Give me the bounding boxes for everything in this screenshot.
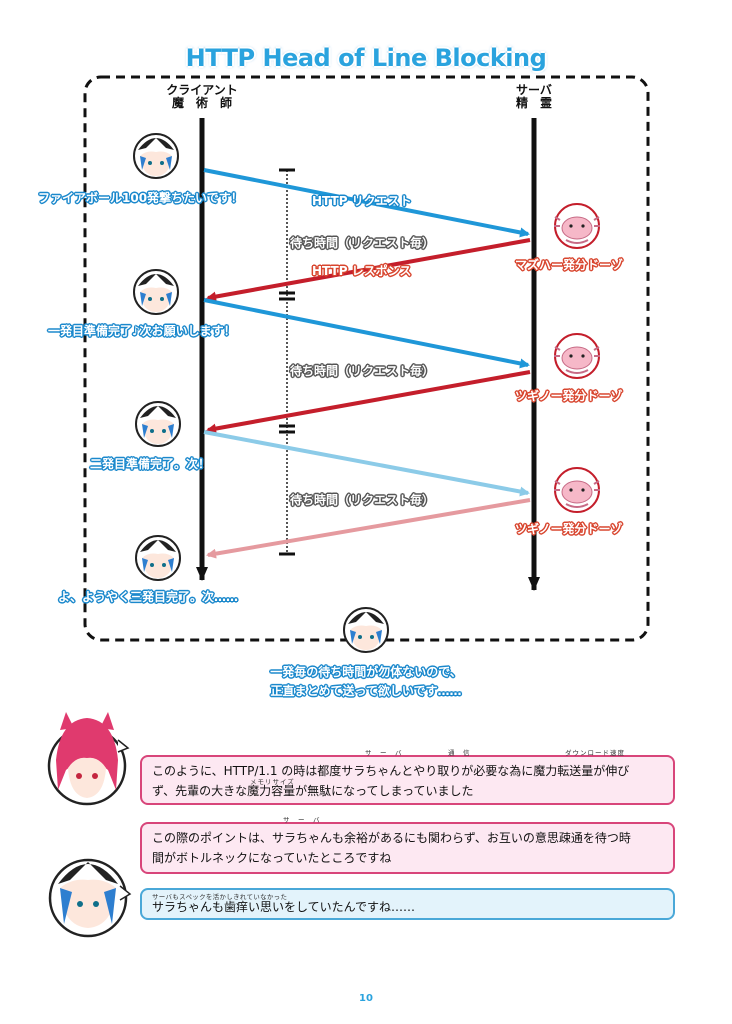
response-arrow-1 <box>206 238 531 302</box>
mage-avatar-2 <box>133 269 179 315</box>
ruby-server-2: サ ー バ <box>283 816 321 824</box>
wait-time-bracket <box>279 168 295 556</box>
request-arrow-2 <box>203 298 530 369</box>
client-line-3: 二発目準備完了。次！ <box>90 457 211 471</box>
dialogue-2-line2: 間がボトルネックになっていたところですね <box>152 851 392 865</box>
ruby-dialogue-3: サーバもスペックを活かしきれていなかった <box>152 893 288 901</box>
dialogue-2-line1: この際のポイントは、サラちゃんも余裕があるにも関わらず、お互いの意思疎通を待つ時 <box>152 831 631 845</box>
request-arrow-3 <box>203 430 530 497</box>
ruby-download: ダウンロード速度 <box>565 749 625 757</box>
response-arrow-3 <box>206 498 531 559</box>
server-line-3: ツギノー発分ドーゾ <box>515 522 623 536</box>
server-line-1: マズハー発分ドーゾ <box>515 258 624 272</box>
dialogue-bubble-2: この際のポイントは、サラちゃんも余裕があるにも関わらず、お互いの意思疎通を待つ時… <box>140 822 675 874</box>
client-line-4: よ、ようやく三発目完了。次…… <box>58 590 239 604</box>
mage-avatar-1 <box>133 133 179 179</box>
wait-label-2: 待ち時間（リクエスト毎） <box>290 364 435 378</box>
wait-label-1: 待ち時間（リクエスト毎） <box>290 236 435 250</box>
dialogue-3-line1: サラちゃんも歯痒い思いをしていたんですね…… <box>152 900 416 914</box>
client-lane-label: クライアント 魔 術 師 <box>152 84 252 110</box>
mage-avatar-3 <box>135 401 181 447</box>
mage-avatar-4 <box>135 535 181 581</box>
request-arrow-1 <box>203 168 530 238</box>
ruby-server-1: サ ー バ <box>365 749 403 757</box>
response-arrow-2 <box>206 370 531 434</box>
dialogue-1-line2: ず、先輩の大きな魔力容量が無駄になってしまっていました <box>152 784 474 798</box>
spirit-avatar-1 <box>554 203 600 249</box>
server-lane-line2: 精 霊 <box>515 96 552 110</box>
dialogue-bubble-1: このように、HTTP/1.1 の時は都度サラちゃんとやり取りが必要な為に魔力転送… <box>140 755 675 805</box>
wait-label-3: 待ち時間（リクエスト毎） <box>290 493 435 507</box>
dialogue-1-line1: このように、HTTP/1.1 の時は都度サラちゃんとやり取りが必要な為に魔力転送… <box>152 764 630 778</box>
pink-haired-portrait <box>47 712 130 806</box>
page-title: HTTP Head of Line Blocking <box>185 44 547 72</box>
client-line-1: ファイアボール100発撃ちたいです！ <box>38 191 243 205</box>
request-label: HTTP リクエスト <box>312 194 412 208</box>
client-lane-line2: 魔 術 師 <box>171 96 232 110</box>
server-line-2: ツギノー発分ドーゾ <box>515 389 623 403</box>
bottom-speech-line1: 一発毎の待ち時間が勿体ないので、 <box>270 665 462 679</box>
server-lane-line1: サーバ <box>516 83 552 97</box>
server-lane-label: サーバ 精 霊 <box>504 84 564 110</box>
page-number: 10 <box>359 993 373 1004</box>
bottom-speech-line2: 正直まとめて送って欲しいです…… <box>270 684 462 698</box>
client-lane-line1: クライアント <box>166 83 238 97</box>
spirit-avatar-2 <box>554 333 600 379</box>
spirit-avatar-3 <box>554 467 600 513</box>
client-line-2: 一発目準備完了♪次お願いします！ <box>48 324 236 338</box>
dialogue-bubble-3: サラちゃんも歯痒い思いをしていたんですね…… <box>140 888 675 920</box>
ruby-memory: メモリサイズ <box>250 778 295 786</box>
response-label: HTTP レスポンス <box>312 264 412 278</box>
ruby-tsushin: 通 信 <box>448 749 471 757</box>
blue-haired-portrait <box>48 858 132 938</box>
mage-avatar-bottom <box>343 607 389 653</box>
